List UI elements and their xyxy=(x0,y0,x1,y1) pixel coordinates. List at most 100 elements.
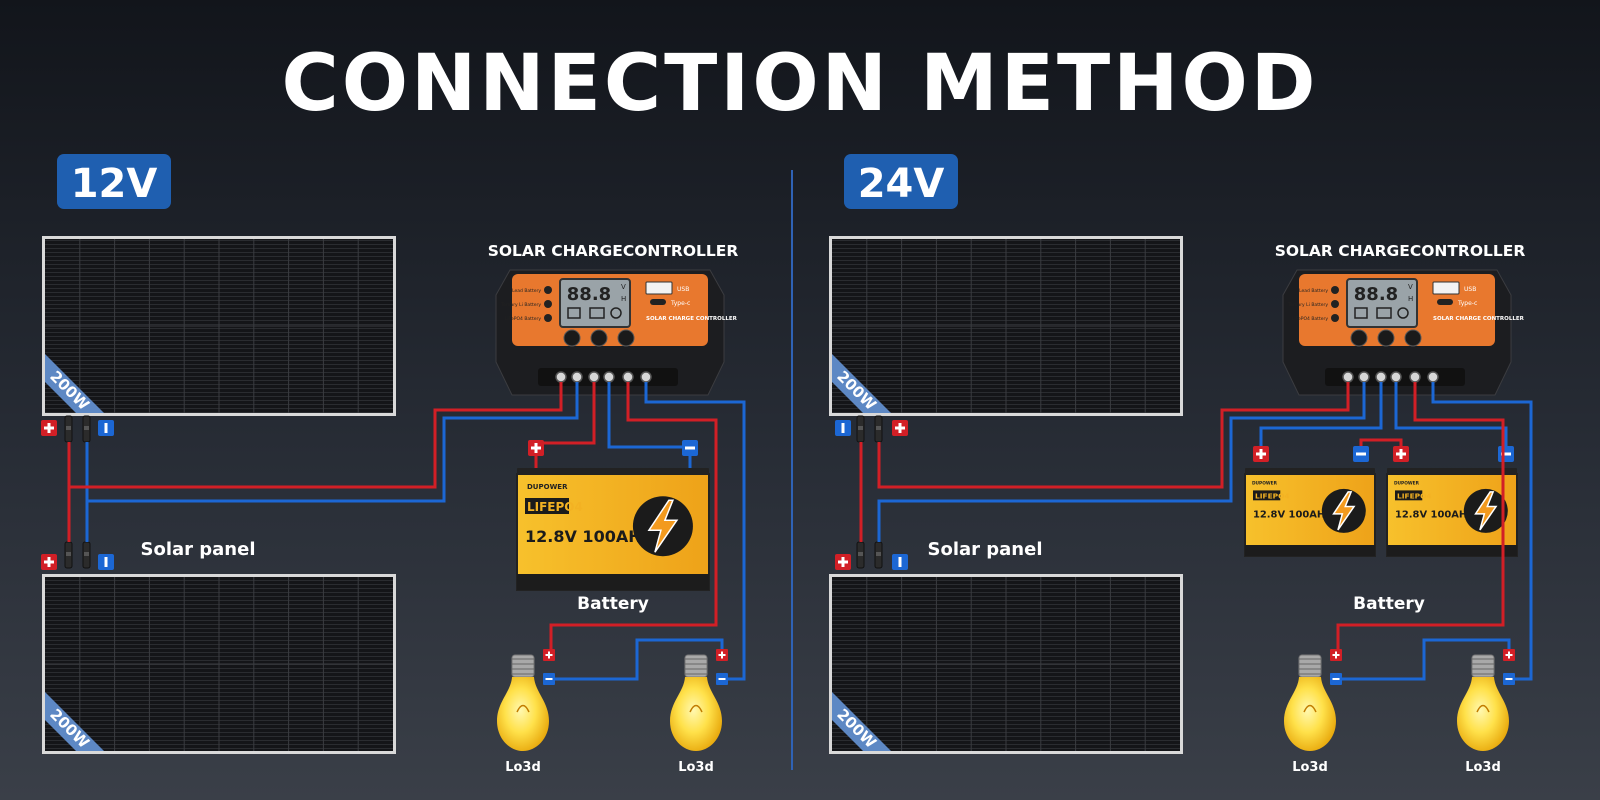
battery-spec: 12.8V 100AH xyxy=(1253,510,1325,521)
panel-top-negative-glyph xyxy=(841,423,845,433)
lightbulb-icon xyxy=(1284,677,1336,751)
panel-bottom-connector-neg xyxy=(82,541,91,569)
wire-panel-to-controller-positive xyxy=(69,382,563,489)
controller-button xyxy=(617,329,635,347)
wire-panel-to-controller-positive xyxy=(877,382,1350,489)
lightning-icon xyxy=(1332,491,1356,531)
terminal-screw xyxy=(1342,371,1354,383)
mc4-connector-band xyxy=(858,552,863,556)
load-bulb-2: Lo3d xyxy=(670,654,722,775)
battery-label: Battery xyxy=(1353,594,1425,614)
lcd-battery-icon xyxy=(589,307,605,319)
usb-port-icon xyxy=(1432,281,1460,295)
battery-1-negative-glyph xyxy=(1356,452,1366,456)
typec-label: Type-c xyxy=(670,300,690,307)
controller-lcd-unit-h: H xyxy=(1408,295,1413,303)
load-label: Lo3d xyxy=(678,760,714,775)
lightbulb-icon xyxy=(497,677,549,751)
load-1-positive-glyph xyxy=(1335,651,1337,659)
usb-label: USB xyxy=(677,286,689,293)
battery-chem-tag xyxy=(1253,490,1281,501)
controller-mode-label: Ternary Li Battery xyxy=(1287,302,1328,308)
solar-panel-bottom: 200W xyxy=(42,574,396,754)
usb-port-icon xyxy=(645,281,673,295)
terminal-screw xyxy=(588,371,600,383)
controller-button xyxy=(1377,329,1395,347)
battery-2-negative-glyph xyxy=(1501,452,1511,456)
wire-controller-to-battery-positive xyxy=(544,382,596,445)
load-label: Lo3d xyxy=(1292,760,1328,775)
mc4-connector-band xyxy=(66,426,71,430)
battery-positive-glyph xyxy=(534,443,538,453)
lcd-load-icon xyxy=(610,307,622,319)
controller-mode-led xyxy=(1331,300,1339,308)
solar-panel-bottom: 200W xyxy=(829,574,1183,754)
battery-label: Battery xyxy=(577,594,649,614)
panel-bottom-connector-pos xyxy=(856,541,865,569)
battery-chem-tag xyxy=(525,498,569,514)
load-2-negative-glyph xyxy=(1505,678,1513,680)
lightning-icon xyxy=(1474,491,1498,531)
controller-mode-label: Lead Battery xyxy=(1299,288,1328,294)
typec-port-icon xyxy=(650,299,666,305)
wire-controller-to-load-positive xyxy=(1336,382,1505,649)
terminal-screw xyxy=(1375,371,1387,383)
panel-top-positive-glyph xyxy=(898,423,902,433)
controller-lcd-unit-v: V xyxy=(1408,283,1413,291)
wire-load-link xyxy=(1342,638,1511,681)
wire-controller-to-load-negative xyxy=(644,382,746,681)
controller-mode-led xyxy=(544,314,552,322)
load-2-positive-glyph xyxy=(721,651,723,659)
battery-brand: DUPOWER xyxy=(1394,480,1420,486)
usb-label: USB xyxy=(1464,286,1476,293)
controller-button xyxy=(563,329,581,347)
wire-controller-to-battery-negative-2 xyxy=(1394,382,1508,446)
mc4-connector-band xyxy=(84,552,89,556)
bulb-filament xyxy=(516,704,530,713)
battery-brand: DUPOWER xyxy=(1252,480,1278,486)
panel-rating-ribbon xyxy=(45,354,104,413)
bulb-filament xyxy=(1476,704,1490,713)
battery-spec: 12.8V 100AH xyxy=(525,527,642,546)
battery-2-positive-glyph xyxy=(1399,449,1403,459)
controller-lcd-unit-h: H xyxy=(621,295,626,303)
load-1-negative-glyph xyxy=(545,678,553,680)
panel-bottom-negative-glyph xyxy=(104,557,108,567)
panel-rating-ribbon xyxy=(45,692,104,751)
lcd-load-icon xyxy=(1397,307,1409,319)
terminal-screw xyxy=(603,371,615,383)
voltage-badge xyxy=(57,154,171,209)
terminal-screw xyxy=(1409,371,1421,383)
battery-chemistry: LIFEPO4 xyxy=(527,500,583,514)
solar-panel-label: Solar panel xyxy=(927,539,1042,560)
lightning-icon xyxy=(647,499,679,553)
bulb-filament xyxy=(1303,704,1317,713)
wire-controller-to-load-negative xyxy=(1431,382,1533,681)
panel-top-connector-pos xyxy=(64,415,73,443)
controller-mode-led xyxy=(544,300,552,308)
battery-footer xyxy=(517,574,709,590)
controller-button xyxy=(590,329,608,347)
controller-label: SOLAR CHARGECONTROLLER xyxy=(1275,242,1526,260)
controller-lcd-unit-v: V xyxy=(621,283,626,291)
battery-footer xyxy=(1387,545,1517,556)
voltage-badge-label: 12V xyxy=(71,161,158,207)
voltage-badge-label: 24V xyxy=(858,161,945,207)
page-title: CONNECTION METHOD xyxy=(281,39,1318,129)
controller-name: SOLAR CHARGE CONTROLLER xyxy=(1433,316,1525,322)
controller-lcd-digits: 88.8 xyxy=(1354,284,1398,305)
solar-panel-label: Solar panel xyxy=(140,539,255,560)
controller-mode-led xyxy=(544,286,552,294)
panel-bottom-positive-glyph xyxy=(841,557,845,567)
lcd-panel-icon xyxy=(1354,307,1368,319)
panel-rating-ribbon xyxy=(832,692,891,751)
wire-controller-to-battery-negative xyxy=(607,382,682,449)
mc4-connector-band xyxy=(84,426,89,430)
panel-top-connector-neg xyxy=(82,415,91,443)
panel-top-connector-neg xyxy=(856,415,865,443)
panel-top-connector-pos xyxy=(874,415,883,443)
